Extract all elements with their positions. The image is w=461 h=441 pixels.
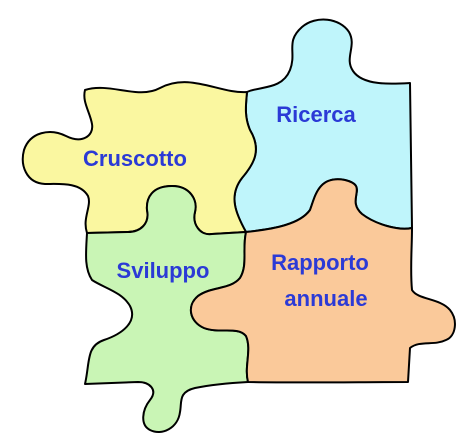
label-cruscotto: Cruscotto — [83, 146, 187, 171]
label-annuale: annuale — [284, 286, 367, 311]
label-ricerca: Ricerca — [276, 102, 356, 127]
puzzle-piece-cruscotto: Cruscotto — [23, 82, 256, 234]
label-sviluppo: Sviluppo — [117, 258, 210, 283]
label-rapporto: Rapporto — [271, 250, 369, 275]
